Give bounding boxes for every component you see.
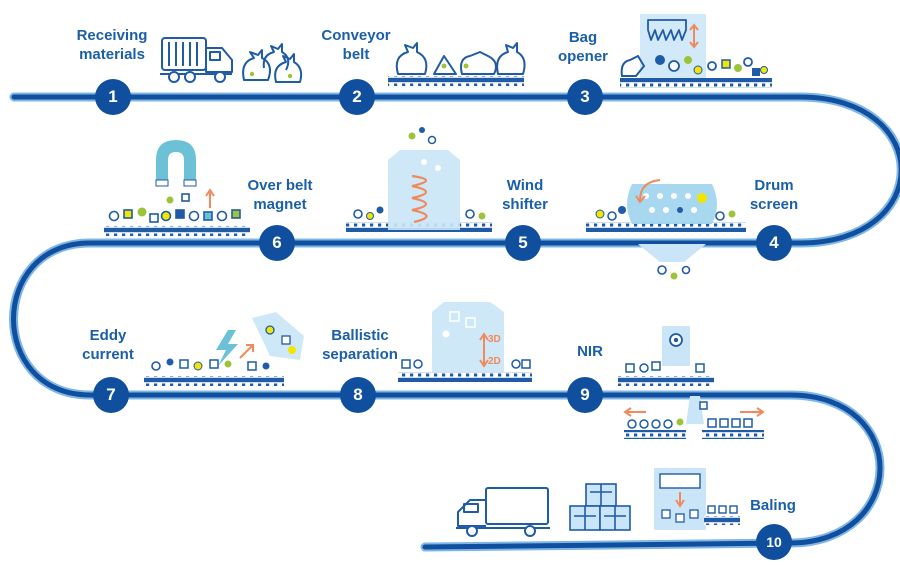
conveyor-belt: [702, 430, 764, 439]
nir-sensor: [626, 326, 707, 424]
step-4-label: Drum screen: [746, 176, 802, 214]
delivery-truck-icon: [456, 488, 550, 536]
step-2-label: Conveyor belt: [318, 26, 394, 64]
step-1-badge: 1: [95, 79, 131, 115]
baler-machine: [654, 468, 706, 530]
conveyor-belt: [144, 376, 284, 386]
step-8-badge: 8: [340, 377, 376, 413]
trash-bag-icon: [397, 43, 525, 74]
step-7-label: Eddy current: [76, 326, 140, 364]
step-3-label: Bag opener: [552, 28, 614, 66]
step-5-label: Wind shifter: [496, 176, 554, 214]
step-3-badge: 3: [567, 79, 603, 115]
conveyor-belt: [620, 78, 772, 88]
step-1-label: Receiving materials: [72, 26, 152, 64]
conveyor-belt: [704, 516, 740, 525]
conveyor-belt: [618, 376, 714, 386]
lightning-icon: [216, 330, 238, 366]
label-3d: 3D: [488, 334, 501, 346]
step-8-label: Ballistic separation: [318, 326, 402, 364]
step-2-badge: 2: [339, 79, 375, 115]
scrap-pile: [110, 194, 241, 222]
wind-shifter-machine: [354, 127, 486, 230]
garbage-truck-icon: [160, 38, 232, 82]
step-6-badge: 6: [259, 225, 295, 261]
bale-icon: [570, 484, 630, 530]
bag-opener-machine: [622, 14, 768, 78]
conveyor-belt: [388, 76, 524, 86]
trash-bag-icon: [243, 44, 301, 82]
conveyor-belt: [104, 226, 250, 236]
conveyor-belt: [624, 430, 686, 439]
step-10-label: Baling: [746, 496, 800, 515]
step-7-badge: 7: [93, 377, 129, 413]
step-9-label: NIR: [570, 342, 610, 361]
step-5-badge: 5: [505, 225, 541, 261]
step-6-label: Over belt magnet: [240, 176, 320, 214]
step-10-badge: 10: [756, 524, 792, 560]
step-9-badge: 9: [567, 377, 603, 413]
ballistic-separator-machine: [402, 302, 530, 372]
step-4-badge: 4: [756, 225, 792, 261]
conveyor-belt: [398, 372, 532, 382]
label-2d: 2D: [488, 356, 501, 368]
magnet-icon: [156, 140, 214, 208]
